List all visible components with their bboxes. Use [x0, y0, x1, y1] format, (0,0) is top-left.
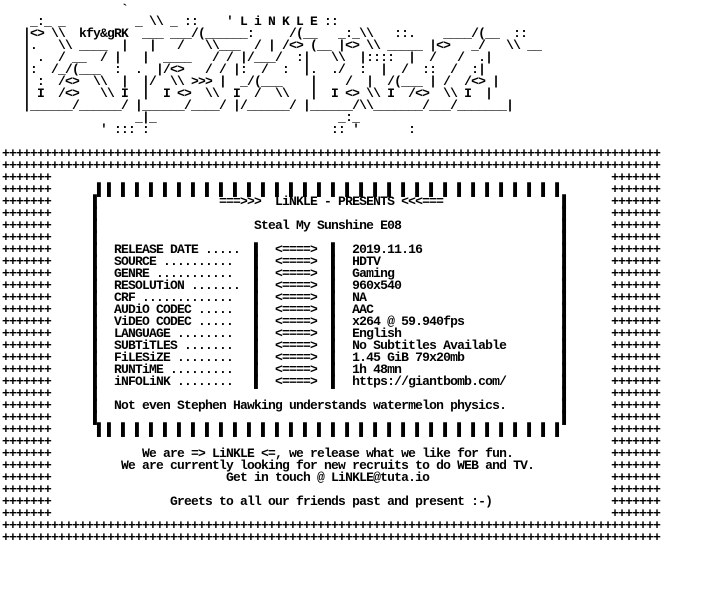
nfo-text: ` _:_ _ _ \\ _ :: ' L i N K L E :: |<> \… — [2, 2, 661, 545]
